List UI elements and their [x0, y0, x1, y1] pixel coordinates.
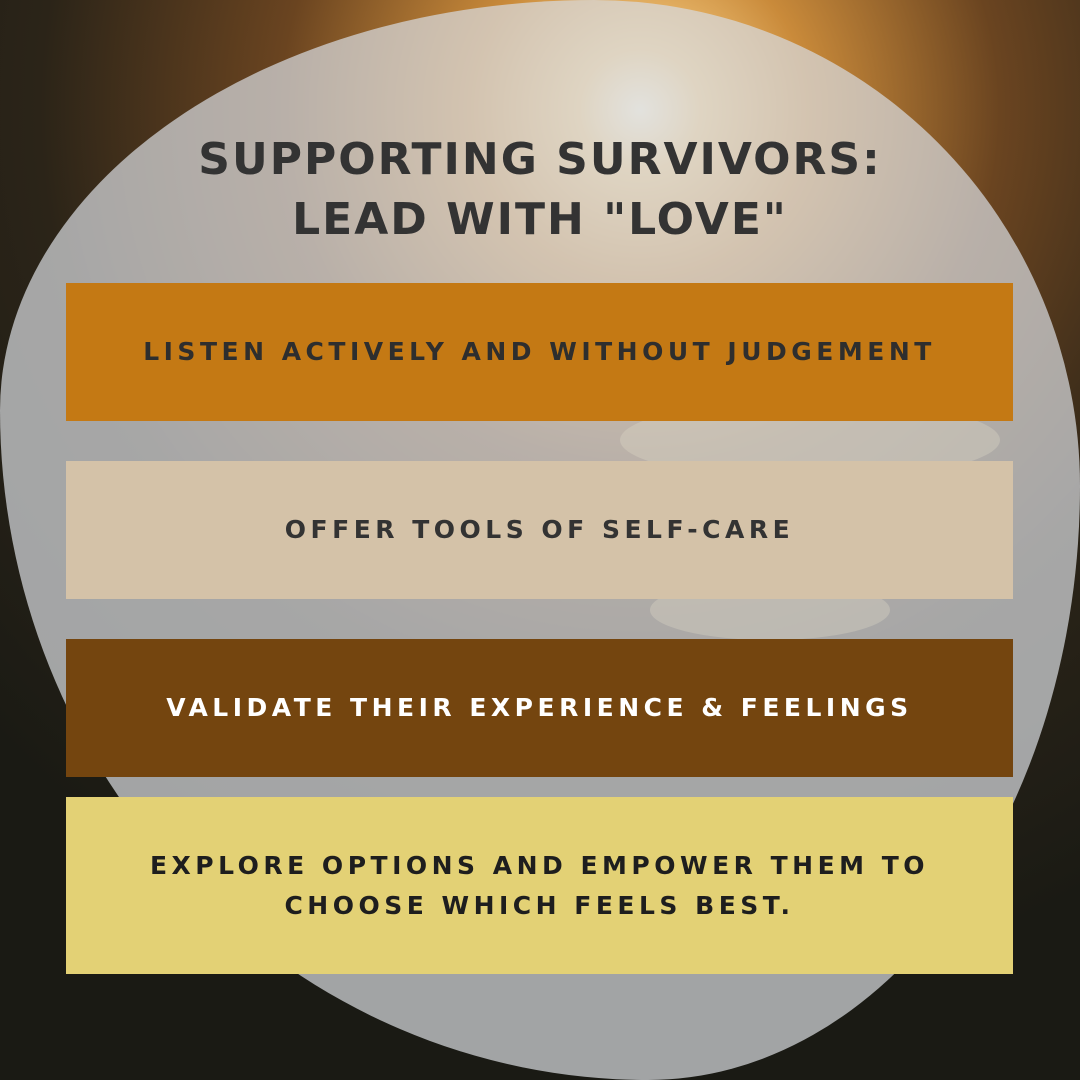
tip-text: LISTEN ACTIVELY AND WITHOUT JUDGEMENT	[143, 337, 936, 366]
tip-text: EXPLORE OPTIONS AND EMPOWER THEM TO	[149, 850, 930, 880]
tip-text: OFFER TOOLS OF SELF-CARE	[284, 515, 795, 544]
tip-text-line-2: CHOOSE WHICH FEELS BEST.	[284, 890, 795, 920]
title-line-2: LEAD WITH "LOVE"	[292, 194, 788, 245]
tip-listen: LISTEN ACTIVELY AND WITHOUT JUDGEMENT	[66, 283, 1013, 421]
tip-explore: EXPLORE OPTIONS AND EMPOWER THEM TO CHOOS…	[66, 797, 1013, 974]
page-title: SUPPORTING SURVIVORS: LEAD WITH "LOVE"	[0, 130, 1080, 250]
tip-text: VALIDATE THEIR EXPERIENCE & FEELINGS	[166, 693, 913, 722]
title-line-1: SUPPORTING SURVIVORS:	[198, 134, 882, 185]
tip-validate: VALIDATE THEIR EXPERIENCE & FEELINGS	[66, 639, 1013, 777]
tip-offer: OFFER TOOLS OF SELF-CARE	[66, 461, 1013, 599]
